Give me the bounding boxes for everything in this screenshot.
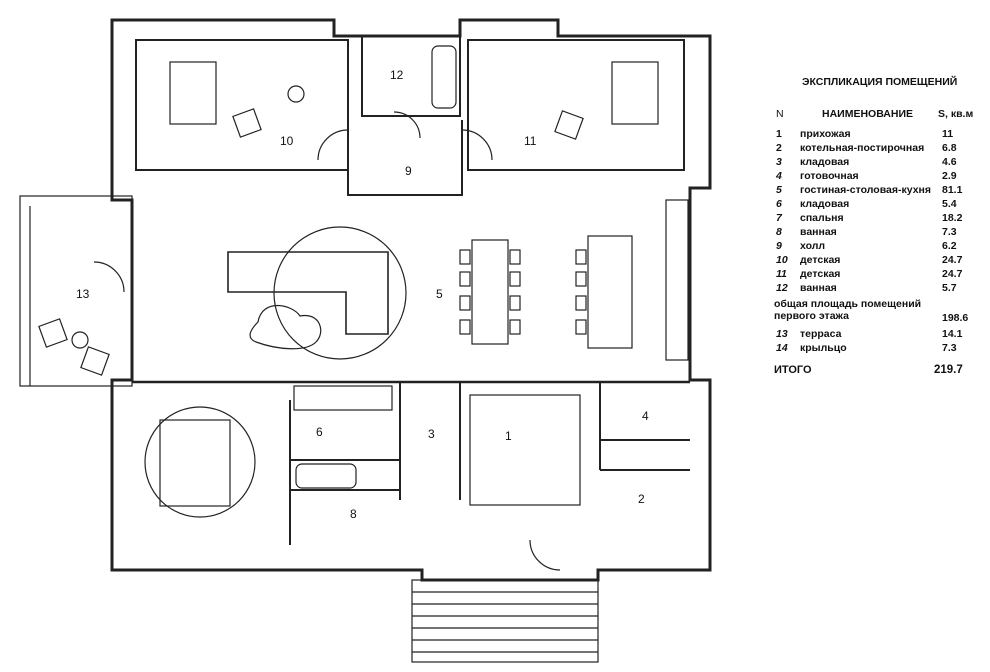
bed-10 xyxy=(169,61,217,125)
room-12-wall xyxy=(361,35,461,117)
room-label-13: 13 xyxy=(76,287,90,301)
bathtub-8 xyxy=(295,463,357,489)
armchair xyxy=(80,346,110,376)
armchair xyxy=(232,108,262,138)
door-swing xyxy=(393,111,421,139)
room-label-10: 10 xyxy=(280,134,294,148)
room-label-6: 6 xyxy=(316,425,323,439)
bed-7 xyxy=(159,419,231,507)
bathtub-12 xyxy=(431,45,457,109)
stair-treads xyxy=(412,591,598,653)
side-table xyxy=(71,331,89,349)
sofa xyxy=(227,251,389,335)
door-swing xyxy=(461,129,493,161)
header-name: НАИМЕНОВАНИЕ xyxy=(822,108,913,120)
room-10-wall xyxy=(135,39,349,171)
dining-table xyxy=(471,239,509,345)
door-swing xyxy=(317,129,349,161)
header-num: N xyxy=(776,108,784,120)
kitchen-island xyxy=(587,235,633,349)
room-label-5: 5 xyxy=(436,287,443,301)
room-11-wall xyxy=(467,39,685,171)
outer-wall xyxy=(110,18,712,582)
room-label-12: 12 xyxy=(390,68,404,82)
room-label-4: 4 xyxy=(642,409,649,423)
bed-7-rug xyxy=(144,406,256,518)
coffee-table xyxy=(249,305,322,350)
header-area: S, кв.м xyxy=(938,108,974,120)
door-swing xyxy=(529,539,561,571)
storage-shelf xyxy=(293,385,393,411)
kitchen-run xyxy=(665,199,689,361)
living-rug xyxy=(273,226,407,360)
room-label-3: 3 xyxy=(428,427,435,441)
bed-11 xyxy=(611,61,659,125)
door-swing xyxy=(93,261,125,293)
room-label-1: 1 xyxy=(505,429,512,443)
room-label-2: 2 xyxy=(638,492,645,506)
porch-stairs xyxy=(411,579,599,663)
terrace-outline xyxy=(19,195,133,387)
hall-wall xyxy=(347,120,463,196)
room-label-8: 8 xyxy=(350,507,357,521)
round-table xyxy=(287,85,305,103)
schedule-title: ЭКСПЛИКАЦИЯ ПОМЕЩЕНИЙ xyxy=(802,76,958,88)
room-label-9: 9 xyxy=(405,164,412,178)
armchair xyxy=(38,318,68,348)
entry-box xyxy=(469,394,581,506)
armchair xyxy=(554,110,584,140)
room-label-11: 11 xyxy=(524,134,537,148)
dining-chairs xyxy=(459,249,587,335)
